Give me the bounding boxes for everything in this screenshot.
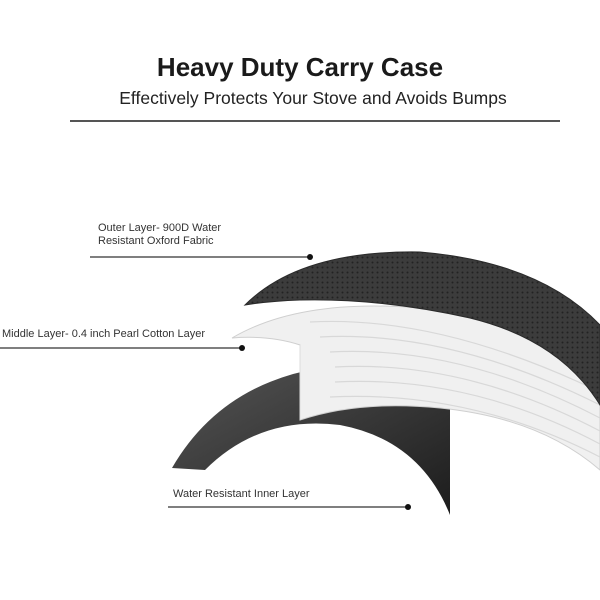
divider [70, 120, 560, 122]
middle-layer [231, 305, 600, 471]
outer-layer-label: Outer Layer- 900D Water Resistant Oxford… [98, 222, 221, 248]
page-title: Heavy Duty Carry Case [156, 52, 444, 82]
inner-layer-label: Water Resistant Inner Layer [173, 488, 310, 500]
page-subtitle: Effectively Protects Your Stove and Avoi… [119, 88, 507, 108]
outer-layer [243, 251, 600, 406]
outer-layer-label-line1: Outer Layer- 900D Water [98, 222, 222, 234]
outer-layer-label-line2: Resistant Oxford Fabric [98, 235, 214, 247]
middle-layer-label: Middle Layer- 0.4 inch Pearl Cotton Laye… [2, 328, 205, 340]
